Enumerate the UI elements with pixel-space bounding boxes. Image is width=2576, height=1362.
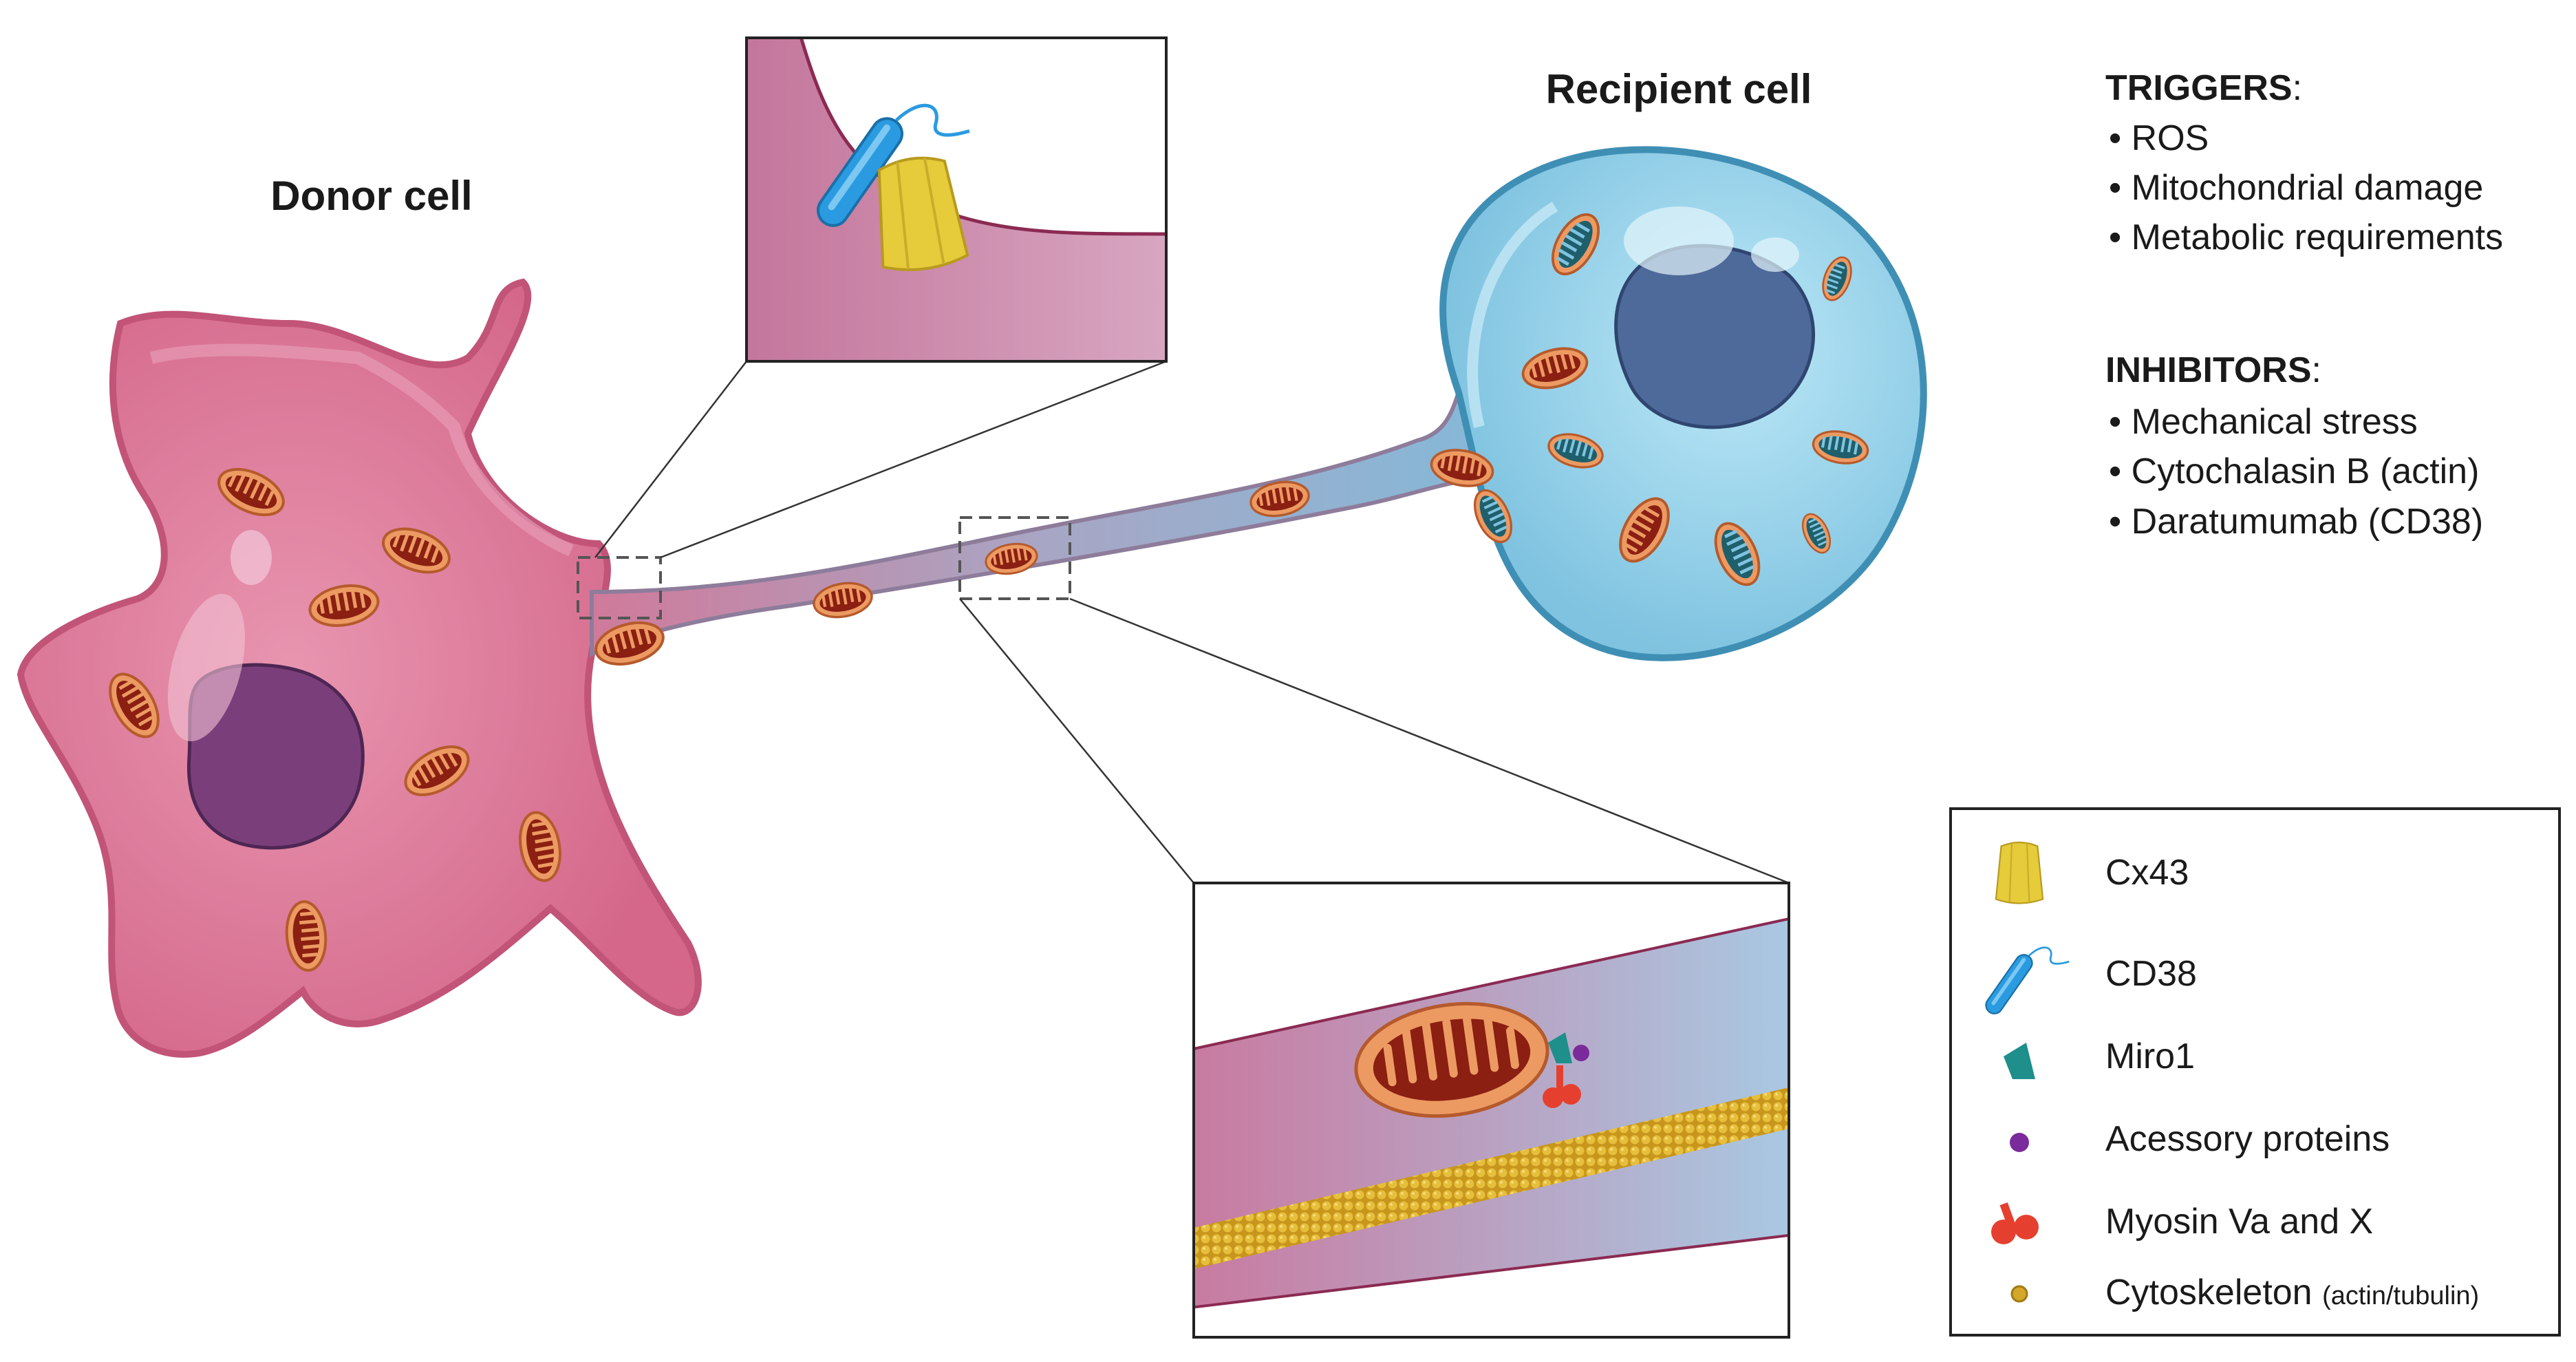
inhibitor-item: Mechanical stress: [2132, 402, 2418, 442]
tunneling-nanotube: [590, 385, 1490, 657]
trigger-item: ROS: [2132, 118, 2209, 158]
legend-label: Cx43: [2105, 853, 2189, 893]
zoom-connector: [1069, 597, 1790, 884]
inset-membrane: [745, 36, 1168, 363]
trigger-item: Mitochondrial damage: [2132, 168, 2484, 208]
donor-cell-title: Donor cell: [270, 173, 472, 219]
cytoskeleton-filament: [1194, 1087, 1789, 1269]
recipient-nucleus: [1614, 244, 1816, 429]
svg-text:INHIBITORS:: INHIBITORS:: [2105, 350, 2321, 390]
donor-cell: [17, 278, 702, 1058]
svg-text:• Daratumumab (CD38): • Daratumumab (CD38): [2109, 502, 2483, 542]
legend-box: [1949, 807, 2561, 1337]
donor-nucleus: [186, 663, 365, 850]
triggers-list: TRIGGERS: • ROS • Mitochondrial damage •…: [2105, 68, 2503, 257]
zoom-connector: [959, 598, 1194, 884]
legend-label: Miro1: [2105, 1036, 2195, 1076]
svg-text:• ROS: • ROS: [2109, 118, 2209, 158]
inhibitors-list: INHIBITORS: • Mechanical stress • Cytoch…: [2105, 350, 2483, 542]
accessory-protein-icon: [2010, 1133, 2029, 1152]
legend-note: (actin/tubulin): [2322, 1281, 2479, 1310]
trigger-item: Metabolic requirements: [2132, 217, 2503, 257]
donor-highlight: [167, 593, 246, 742]
svg-text:• Mechanical stress: • Mechanical stress: [2109, 402, 2418, 442]
zoom-region-junction: [577, 556, 662, 619]
zoom-connector: [594, 361, 747, 558]
inset-nanotube: [1192, 882, 1790, 1339]
recipient-highlight-small: [1751, 237, 1799, 272]
myosin-icon: [1991, 1202, 2039, 1244]
donor-highlight-small: [230, 530, 272, 585]
legend-label: CD38: [2105, 954, 2197, 994]
inset-mitochondrion: [1354, 1001, 1549, 1118]
cx43-icon: [1995, 841, 2044, 904]
zoom-connector: [660, 360, 1167, 559]
myosin-motor: [1543, 1065, 1581, 1108]
svg-text:TRIGGERS:: TRIGGERS:: [2105, 68, 2302, 108]
inhibitors-heading: INHIBITORS: [2105, 350, 2312, 390]
legend-label: Cytoskeleton: [2105, 1273, 2312, 1312]
legend: Cx43 CD38 Miro1 Acessory proteins Myosin…: [1949, 807, 2561, 1337]
recipient-cell-title: Recipient cell: [1546, 66, 1812, 112]
inhibitor-item: Daratumumab (CD38): [2132, 502, 2484, 542]
cytoskeleton-icon: [2010, 1285, 2028, 1303]
miro1-icon: [2004, 1043, 2035, 1079]
svg-text:• Metabolic requirements: • Metabolic requirements: [2109, 217, 2503, 257]
legend-label: Acessory proteins: [2105, 1119, 2390, 1159]
svg-text:• Cytochalasin B (actin): • Cytochalasin B (actin): [2109, 451, 2479, 491]
svg-text:• Mitochondrial damage: • Mitochondrial damage: [2109, 168, 2483, 208]
triggers-heading: TRIGGERS: [2105, 68, 2293, 108]
miro1-protein: [1548, 1032, 1572, 1063]
inhibitor-item: Cytochalasin B (actin): [2132, 451, 2480, 491]
accessory-protein: [1573, 1045, 1589, 1061]
svg-text:Cytoskeleton (actin/tubulin): Cytoskeleton (actin/tubulin): [2105, 1273, 2479, 1312]
recipient-highlight: [1624, 206, 1734, 275]
legend-label: Myosin Va and X: [2105, 1202, 2373, 1242]
